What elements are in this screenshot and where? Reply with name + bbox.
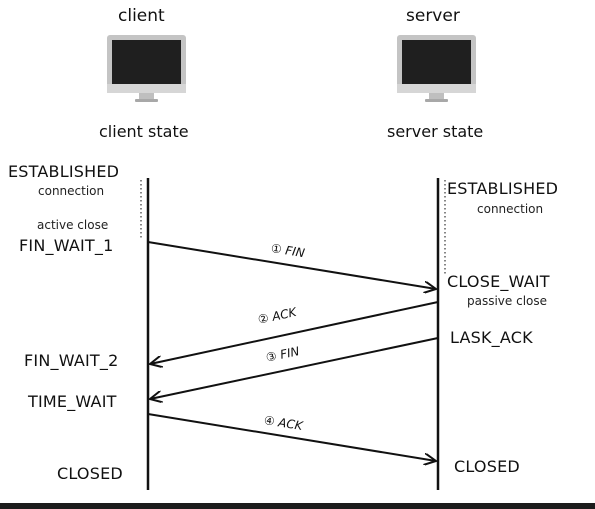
fin-arrow-3 [150, 337, 439, 399]
client-active-close-note: active close [37, 218, 109, 232]
server-state-established: ESTABLISHED [447, 179, 559, 198]
ack-arrow-4 [147, 413, 436, 461]
server-connection-note: connection [477, 202, 544, 216]
bottom-bar [0, 503, 595, 509]
server-passive-close-note: passive close [467, 294, 548, 308]
server-state-last-ack: LASK_ACK [450, 328, 533, 347]
client-connection-note: connection [38, 184, 105, 198]
client-state-fin-wait-1: FIN_WAIT_1 [19, 236, 114, 255]
client-state-time-wait: TIME_WAIT [28, 392, 117, 411]
server-state-close-wait: CLOSE_WAIT [447, 272, 550, 291]
server-title: server [406, 6, 460, 26]
server-state-closed: CLOSED [454, 457, 520, 476]
client-monitor-icon [107, 35, 186, 102]
client-state-closed: CLOSED [57, 464, 123, 483]
client-title: client [118, 6, 165, 26]
server-state-caption: server state [387, 122, 484, 141]
ack-arrow-2 [150, 301, 439, 364]
client-state-fin-wait-2: FIN_WAIT_2 [24, 351, 119, 370]
server-monitor-icon [397, 35, 476, 102]
client-state-established: ESTABLISHED [8, 162, 120, 181]
fin-arrow-1 [147, 241, 436, 289]
client-state-caption: client state [99, 122, 189, 141]
